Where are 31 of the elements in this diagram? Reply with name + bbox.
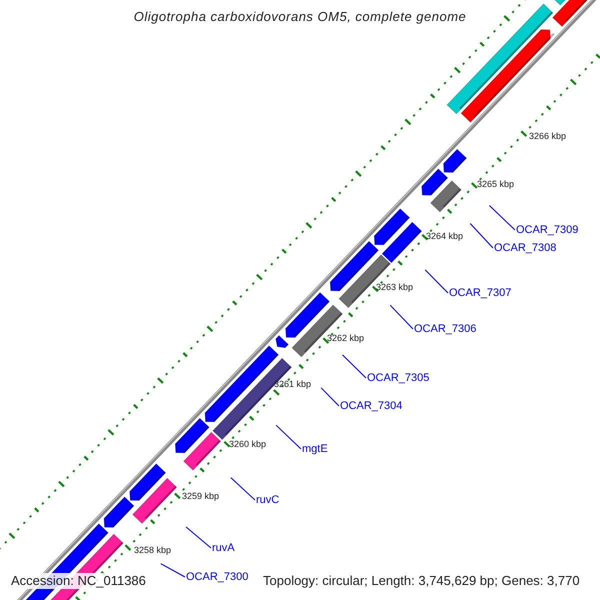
gene-label: OCAR_7309	[516, 223, 578, 237]
tick-label: 3266 kbp	[529, 130, 566, 142]
tick-label: 3264 kbp	[426, 230, 464, 242]
gene-label: OCAR_7306	[414, 322, 476, 336]
gene-label: OCAR_7308	[494, 241, 556, 255]
tick-label: 3262 kbp	[327, 332, 364, 344]
leader-line	[342, 354, 366, 378]
summary-text: Topology: circular; Length: 3,745,629 bp; Genes: 3,770	[261, 573, 582, 589]
leader-line	[186, 526, 212, 548]
tick-label: 3263 kbp	[376, 281, 414, 293]
gene-label: OCAR_7304	[340, 399, 402, 413]
leader-line	[320, 387, 340, 406]
gene-label: ruvC	[256, 493, 280, 507]
gene-label: OCAR_7305	[367, 371, 430, 385]
leader-line	[390, 304, 414, 330]
leader-line	[488, 205, 516, 230]
leader-line	[230, 477, 256, 500]
accession-text: Accession: NC_011386	[9, 573, 148, 589]
leader-line	[470, 223, 494, 248]
tick-label: 3258 kbp	[134, 544, 172, 556]
gene-label: OCAR_7307	[449, 286, 512, 300]
gene-label: OCAR_7300	[186, 570, 248, 584]
tick-label: 3265 kbp	[477, 178, 514, 190]
gene-label: ruvA	[212, 541, 235, 555]
leader-line	[276, 424, 302, 450]
leader-line	[160, 563, 186, 578]
map-title: Oligotropha carboxidovorans OM5, complete genome	[132, 9, 468, 24]
tick-label: 3260 kbp	[229, 438, 266, 450]
gene-label: mgtE	[302, 442, 328, 456]
tick-label: 3259 kbp	[182, 490, 220, 502]
leader-line	[424, 269, 448, 294]
